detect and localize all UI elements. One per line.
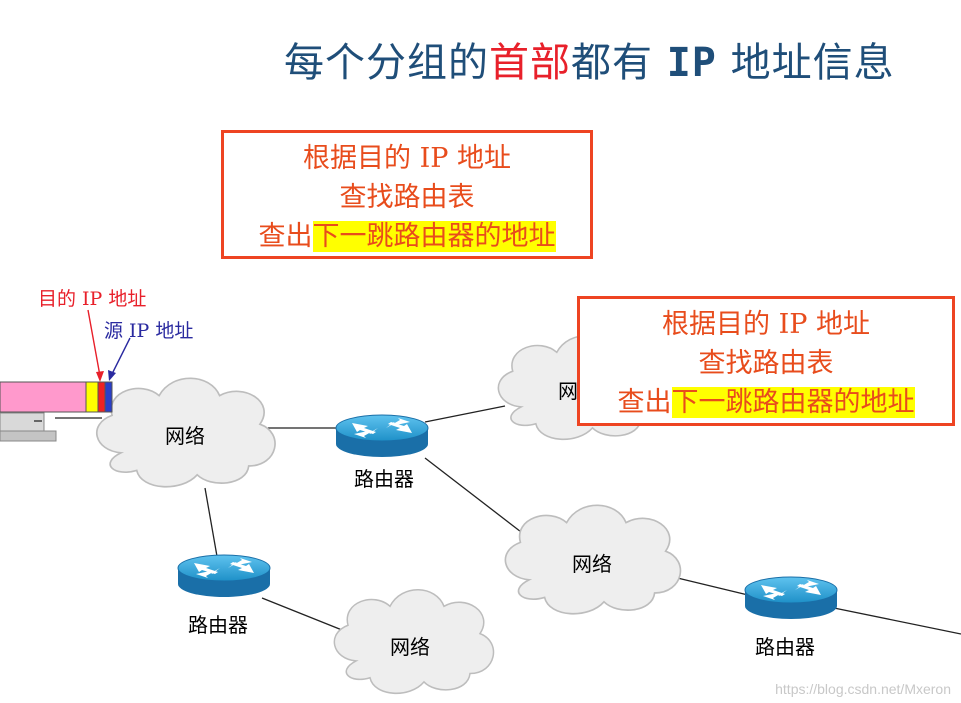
network-label-3-partial: 网 bbox=[558, 379, 578, 403]
page-title: 每个分组的首部都有 IP 地址信息 bbox=[284, 30, 895, 88]
router-icon-2 bbox=[177, 554, 271, 598]
title-part1: 每个分组的 bbox=[284, 40, 489, 86]
router-label-2: 路由器 bbox=[188, 613, 248, 637]
link-router3-offscreen bbox=[833, 607, 961, 635]
watermark: https://blog.csdn.net/Mxeron bbox=[775, 681, 951, 697]
info-box-1-line3-highlight: 下一跳路由器的地址 bbox=[312, 221, 556, 252]
title-highlight: 首部 bbox=[489, 40, 571, 86]
label-arrows bbox=[87, 309, 131, 382]
link-router1-cloud4 bbox=[424, 457, 526, 536]
router-icon-3 bbox=[744, 576, 838, 620]
info-box-1-line3-prefix: 查出 bbox=[258, 221, 313, 252]
router-label-1: 路由器 bbox=[354, 467, 414, 491]
title-part3: 地址信息 bbox=[716, 40, 895, 86]
link-cloud1-router2 bbox=[204, 487, 219, 563]
network-label-2: 网络 bbox=[390, 635, 430, 659]
info-box-1-line2: 查找路由表 bbox=[339, 182, 475, 213]
info-box-1-line3: 查出下一跳路由器的地址 bbox=[224, 217, 590, 256]
packet-data bbox=[0, 381, 87, 413]
host-computer-icon bbox=[0, 412, 57, 442]
network-label-1: 网络 bbox=[165, 424, 205, 448]
info-box-2-line1: 根据目的 IP 地址 bbox=[662, 309, 870, 340]
router-label-3: 路由器 bbox=[755, 635, 815, 659]
dest-ip-label: 目的 IP 地址 bbox=[38, 288, 147, 310]
packet-src-ip-field bbox=[104, 381, 113, 413]
title-ip: IP bbox=[666, 40, 717, 86]
title-part2: 都有 bbox=[571, 40, 667, 86]
info-box-2-line3-highlight: 下一跳路由器的地址 bbox=[671, 387, 915, 418]
info-box-1-line1: 根据目的 IP 地址 bbox=[303, 143, 511, 174]
info-box-2-line2: 查找路由表 bbox=[698, 348, 834, 379]
link-router1-cloud3 bbox=[424, 405, 506, 423]
src-ip-label: 源 IP 地址 bbox=[104, 320, 194, 342]
packet-dest-ip-field bbox=[97, 381, 106, 413]
router-icon-1 bbox=[335, 414, 429, 458]
network-label-4: 网络 bbox=[572, 552, 612, 576]
packet bbox=[0, 381, 113, 413]
info-box-2-line3-prefix: 查出 bbox=[617, 387, 672, 418]
info-box-2-line3: 查出下一跳路由器的地址 bbox=[580, 383, 952, 422]
link-router2-cloud2 bbox=[261, 597, 343, 631]
packet-header-yellow bbox=[85, 381, 99, 413]
routing-info-box-2: 根据目的 IP 地址 查找路由表 查出下一跳路由器的地址 bbox=[577, 296, 955, 426]
routing-info-box-1: 根据目的 IP 地址 查找路由表 查出下一跳路由器的地址 bbox=[221, 130, 593, 259]
